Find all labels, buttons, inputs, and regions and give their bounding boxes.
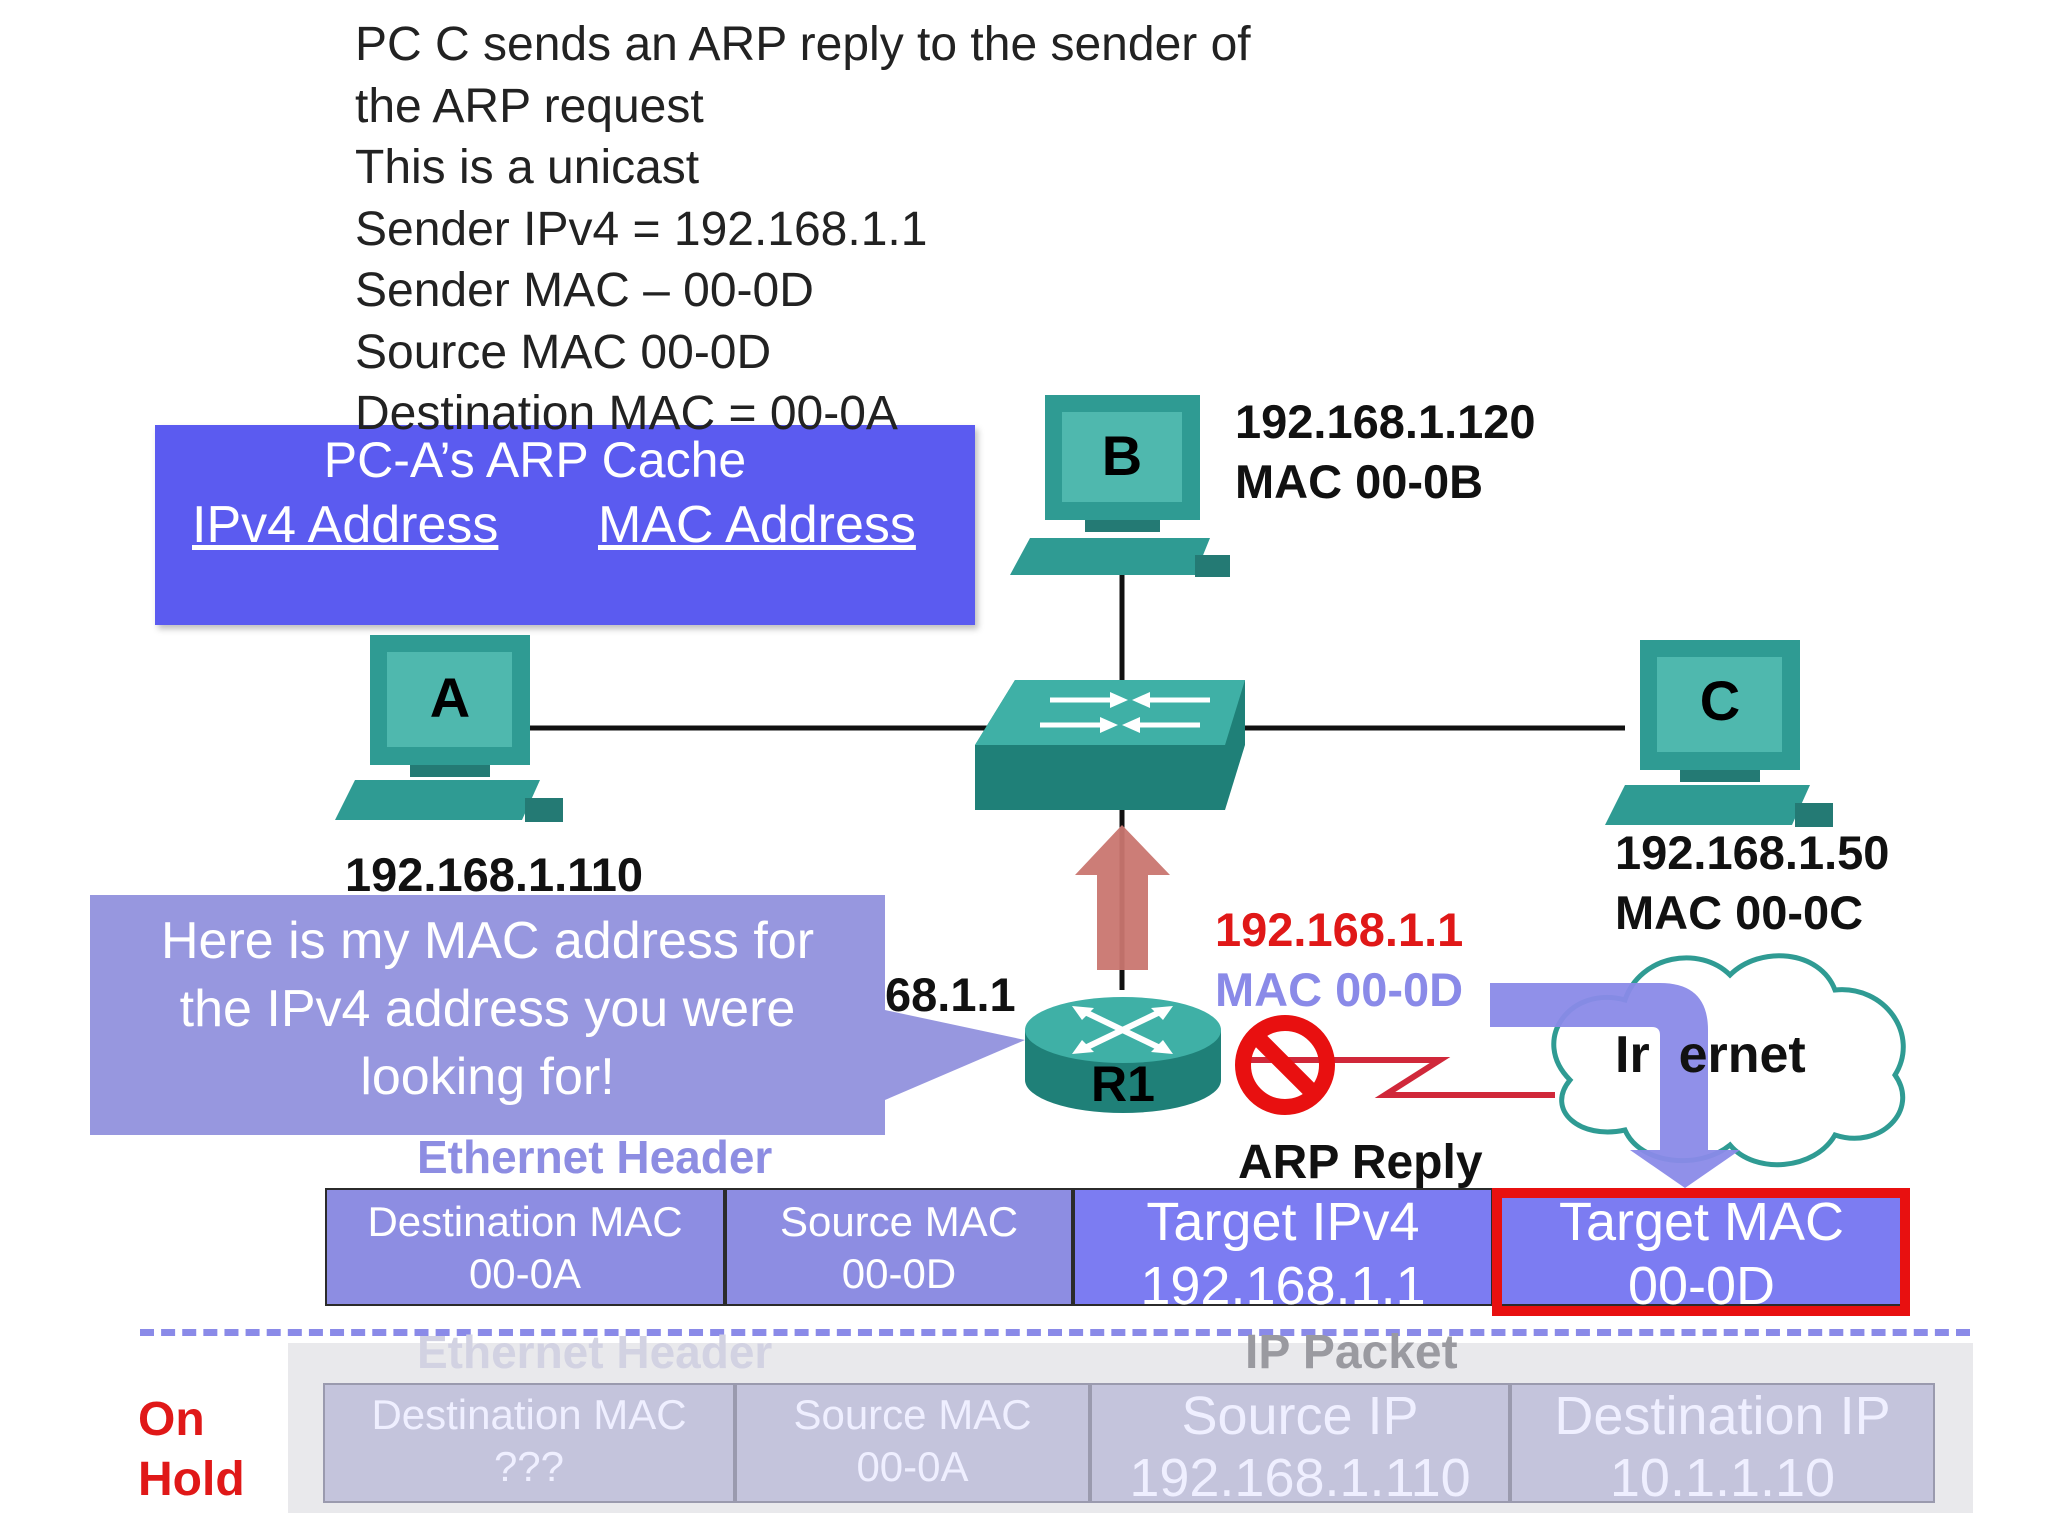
pc-a-ip: 192.168.1.110 bbox=[345, 848, 643, 901]
pc-b-icon bbox=[1010, 395, 1230, 577]
held-destination-ip: Destination IP 10.1.1.10 bbox=[1510, 1383, 1935, 1508]
explanation-notes: PC C sends an ARP reply to the sender of… bbox=[355, 14, 1251, 445]
speech-text: Here is my MAC address for the IPv4 addr… bbox=[90, 907, 885, 1111]
pc-c-name: C bbox=[1699, 669, 1741, 732]
arp-reply-label: ARP Reply bbox=[1238, 1136, 1483, 1189]
pc-a-name: A bbox=[429, 666, 471, 729]
pc-c-icon bbox=[1605, 640, 1833, 827]
on-hold-ethernet-header-label: Ethernet Header bbox=[417, 1326, 773, 1378]
arp-cache-mac-column: MAC Address bbox=[598, 496, 916, 554]
frame-source-mac: Source MAC 00-0D bbox=[725, 1188, 1073, 1306]
serial-link bbox=[1245, 1057, 1555, 1098]
frame-destination-mac: Destination MAC 00-0A bbox=[325, 1188, 725, 1306]
ip-packet-label: IP Packet bbox=[1245, 1326, 1458, 1379]
note-line: PC C sends an ARP reply to the sender of bbox=[355, 18, 1251, 71]
on-hold-label: On Hold bbox=[138, 1393, 245, 1506]
arp-cache-box: PC-A’s ARP Cache IPv4 Address MAC Addres… bbox=[155, 425, 975, 625]
pc-b-ip: 192.168.1.120 bbox=[1235, 395, 1536, 448]
arp-cache-ip-column: IPv4 Address bbox=[192, 496, 499, 554]
pc-b-mac: MAC 00-0B bbox=[1235, 455, 1484, 508]
target-mac-highlight bbox=[1492, 1188, 1910, 1316]
ethernet-header-label: Ethernet Header bbox=[417, 1131, 773, 1183]
frame-target-ipv4: Target IPv4 192.168.1.1 bbox=[1073, 1188, 1493, 1316]
note-line: Destination MAC = 00-0A bbox=[355, 387, 898, 440]
pc-c-ip: 192.168.1.50 bbox=[1615, 826, 1890, 879]
note-line: the ARP request bbox=[355, 79, 704, 133]
dashed-divider bbox=[140, 1329, 1970, 1336]
router-ip-partial: 68.1.1 bbox=[885, 968, 1016, 1021]
speech-bubble: Here is my MAC address for the IPv4 addr… bbox=[90, 895, 885, 1135]
pc-a-icon bbox=[335, 635, 563, 822]
switch-icon bbox=[975, 680, 1245, 810]
no-entry-icon bbox=[1235, 1015, 1335, 1115]
held-source-ip: Source IP 192.168.1.110 bbox=[1090, 1383, 1510, 1508]
router-icon bbox=[1025, 997, 1221, 1113]
pc-b-name: B bbox=[1101, 424, 1143, 487]
speech-pointer bbox=[885, 1010, 1025, 1100]
router-gw-ip: 192.168.1.1 bbox=[1215, 903, 1464, 956]
speech-line: looking for! bbox=[360, 1048, 615, 1106]
held-source-mac: Source MAC 00-0A bbox=[735, 1383, 1090, 1503]
speech-line: Here is my MAC address for bbox=[160, 912, 815, 970]
note-line: Source MAC 00-0D bbox=[355, 325, 772, 379]
note-line: This is a unicast bbox=[355, 141, 700, 194]
held-destination-mac: Destination MAC ??? bbox=[323, 1383, 735, 1503]
router-name: R1 bbox=[1091, 1056, 1155, 1112]
up-arrow-icon bbox=[1075, 825, 1170, 970]
curved-arrow-icon bbox=[1490, 983, 1740, 1188]
frame-target-mac: Target MAC 00-0D bbox=[1493, 1188, 1910, 1316]
router-gw-mac: MAC 00-0D bbox=[1215, 963, 1464, 1016]
note-line: Sender MAC – 00-0D bbox=[355, 264, 814, 317]
arp-cache-title: PC-A’s ARP Cache bbox=[323, 432, 747, 488]
note-line: Sender IPv4 = 192.168.1.1 bbox=[355, 202, 928, 256]
internet-label: Ir ernet bbox=[1615, 1026, 1806, 1084]
pc-c-mac: MAC 00-0C bbox=[1615, 886, 1864, 939]
speech-line: the IPv4 address you were bbox=[179, 980, 796, 1038]
